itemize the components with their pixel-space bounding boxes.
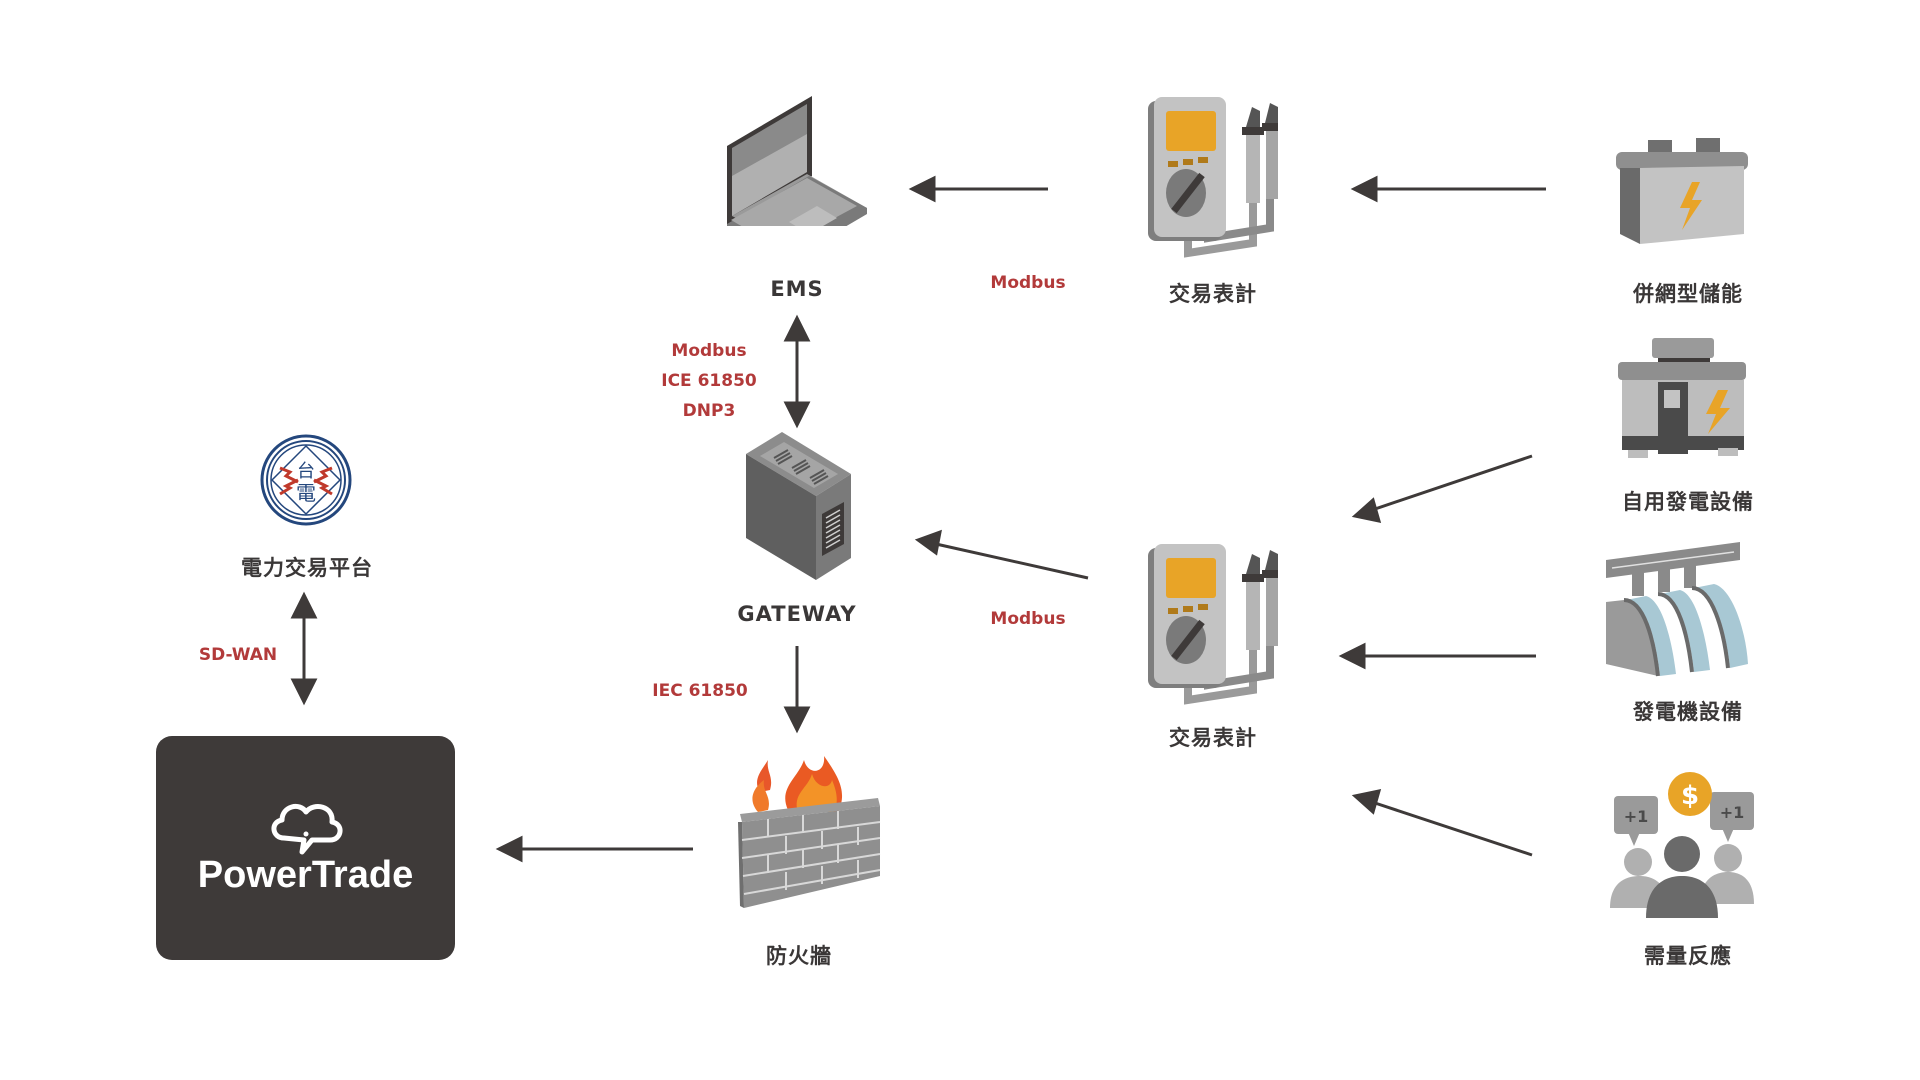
arrow-ems-gateway xyxy=(783,314,811,429)
multimeter-icon xyxy=(1148,97,1278,258)
svg-text:電: 電 xyxy=(296,481,316,505)
meter-mid-node[interactable] xyxy=(1148,540,1278,710)
laptop-icon xyxy=(727,96,867,226)
demand-node[interactable]: +1 +1 $ xyxy=(1606,768,1756,918)
powertrade-title: PowerTrade xyxy=(197,854,414,896)
storage-label: 併網型儲能 xyxy=(1633,282,1743,306)
protocol-ems-gateway: Modbus ICE 61850 DNP3 xyxy=(661,336,756,426)
storage-node[interactable] xyxy=(1616,138,1748,248)
dam-icon xyxy=(1606,542,1748,677)
firewall-icon xyxy=(738,756,881,908)
cloud-chat-icon xyxy=(271,803,343,855)
powertrade-node[interactable]: PowerTrade xyxy=(156,736,455,960)
multimeter-icon xyxy=(1148,544,1278,705)
protocol-meter-to-ems: Modbus xyxy=(990,273,1066,293)
battery-icon xyxy=(1616,138,1748,244)
taipower-label: 電力交易平台 xyxy=(241,556,373,580)
arrow-meter-mid-to-gateway xyxy=(914,529,1089,580)
gateway-node[interactable] xyxy=(746,432,851,580)
demand-label: 需量反應 xyxy=(1644,944,1732,968)
meter-top-node[interactable] xyxy=(1148,93,1278,263)
taipower-node[interactable]: 台 電 xyxy=(260,434,352,526)
protocol-ice-61850: ICE 61850 xyxy=(661,371,757,391)
meter-mid-label: 交易表計 xyxy=(1169,726,1257,750)
protocol-dnp3: DNP3 xyxy=(682,401,736,421)
generator-label: 發電機設備 xyxy=(1633,700,1743,724)
people-dollar-icon: +1 +1 $ xyxy=(1610,772,1754,918)
generator-node[interactable] xyxy=(1606,540,1756,680)
arrow-demand-to-meter-mid xyxy=(1351,789,1533,857)
ems-node[interactable] xyxy=(727,96,867,226)
arrow-generator-to-meter-mid xyxy=(1338,642,1536,670)
protocol-gateway-firewall: IEC 61850 xyxy=(652,681,748,701)
firewall-node[interactable] xyxy=(738,752,888,914)
self-gen-label: 自用發電設備 xyxy=(1622,490,1754,514)
server-icon xyxy=(746,432,851,580)
generator-icon xyxy=(1618,338,1746,458)
arrow-firewall-to-powertrade xyxy=(495,835,693,863)
meter-top-label: 交易表計 xyxy=(1169,282,1257,306)
arrow-gateway-to-firewall xyxy=(783,646,811,734)
svg-text:+1: +1 xyxy=(1720,803,1745,822)
protocol-meter-to-gateway: Modbus xyxy=(990,609,1066,629)
svg-text:+1: +1 xyxy=(1624,807,1649,826)
arrow-storage-to-meter-top xyxy=(1350,175,1546,203)
protocol-modbus: Modbus xyxy=(671,341,747,361)
taipower-logo-icon: 台 電 xyxy=(260,434,352,526)
self-gen-node[interactable] xyxy=(1618,338,1748,458)
svg-text:$: $ xyxy=(1681,781,1699,811)
svg-text:台: 台 xyxy=(297,461,315,482)
arrow-meter-top-to-ems xyxy=(908,175,1048,203)
firewall-label: 防火牆 xyxy=(766,944,832,968)
arrow-taipower-powertrade xyxy=(290,591,318,706)
protocol-sdwan: SD-WAN xyxy=(198,645,278,665)
arrow-self-gen-to-meter-mid xyxy=(1351,454,1533,523)
gateway-label: GATEWAY xyxy=(737,602,857,626)
ems-label: EMS xyxy=(770,277,824,301)
